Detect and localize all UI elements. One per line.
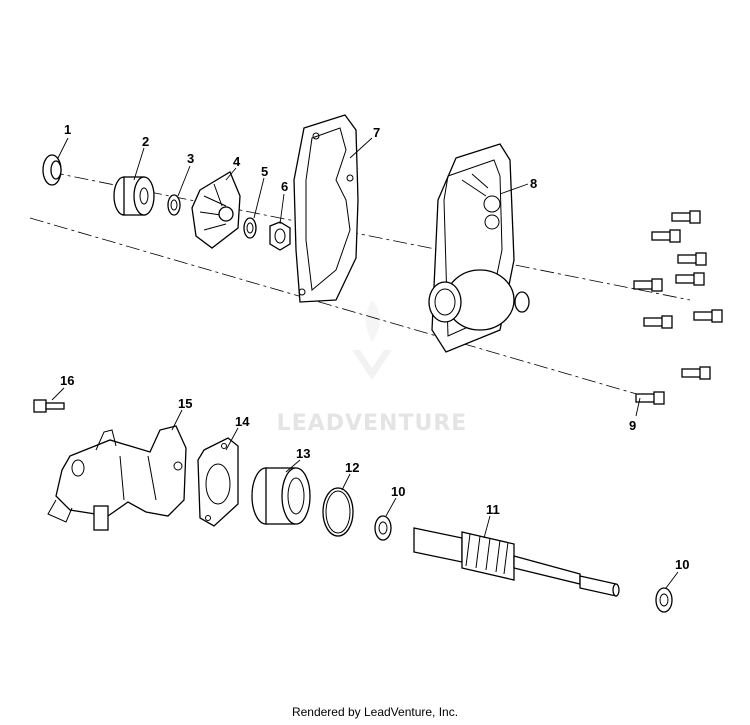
callout-6: 6 (281, 179, 288, 194)
part-14-gasket[interactable] (197, 437, 239, 527)
callout-12: 12 (345, 460, 359, 475)
callout-1: 1 (64, 122, 71, 137)
part-15-oil-pump[interactable] (47, 425, 187, 531)
part-16-bolt[interactable] (33, 399, 65, 413)
callout-11: 11 (486, 502, 500, 517)
part-10-washer-b[interactable] (655, 587, 673, 613)
part-12-o-ring[interactable] (322, 487, 354, 537)
footer-credit: Rendered by LeadVenture, Inc. (291, 705, 459, 719)
callout-2: 2 (142, 134, 149, 149)
callout-7: 7 (373, 125, 380, 140)
part-10-washer-a[interactable] (374, 515, 392, 541)
part-3-washer[interactable] (167, 194, 181, 216)
part-8-pump-cover[interactable] (428, 143, 530, 353)
callout-16: 16 (60, 373, 74, 388)
callout-13: 13 (296, 446, 310, 461)
callout-labels: 1 2 3 4 5 6 7 8 9 10 10 11 12 13 14 15 1… (60, 122, 689, 572)
leader-lines (51, 137, 679, 589)
callout-3: 3 (187, 151, 194, 166)
part-1-seal[interactable] (42, 154, 62, 186)
part-7-gasket[interactable] (293, 114, 359, 303)
callout-10-a: 10 (391, 484, 405, 499)
part-2-bearing[interactable] (113, 176, 155, 216)
axis-lines (29, 171, 691, 396)
part-6-nut[interactable] (269, 221, 291, 251)
callout-5: 5 (261, 164, 268, 179)
callout-9: 9 (629, 418, 636, 433)
leadventure-watermark-logo (352, 300, 392, 380)
part-13-rotor[interactable] (251, 467, 311, 525)
callout-10-b: 10 (675, 557, 689, 572)
part-5-washer[interactable] (243, 217, 257, 239)
callout-4: 4 (233, 154, 241, 169)
callout-15: 15 (178, 396, 192, 411)
callout-8: 8 (530, 176, 537, 191)
watermark-text: LEADVENTURE (277, 411, 468, 436)
part-9-bolts[interactable] (633, 210, 723, 405)
part-4-impeller[interactable] (191, 171, 241, 249)
callout-14: 14 (235, 414, 250, 429)
part-11-shaft[interactable] (413, 527, 620, 597)
